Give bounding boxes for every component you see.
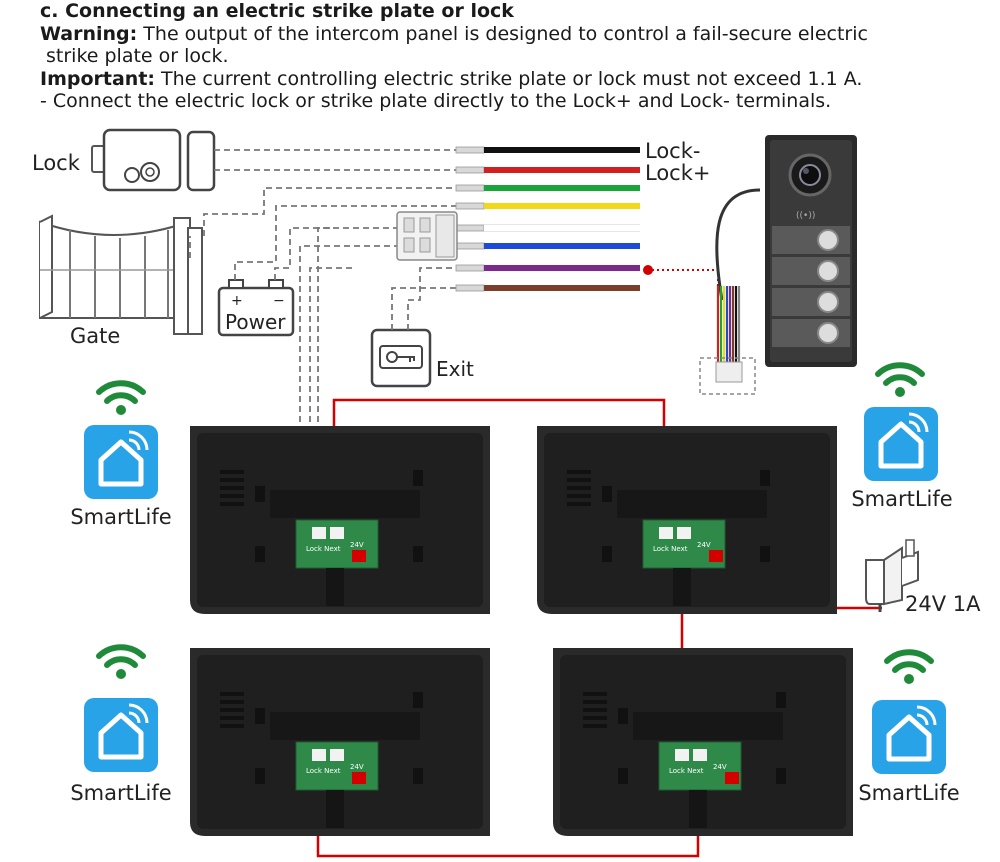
wire-connector-icon	[396, 211, 458, 261]
smartlife-app-icon-3	[84, 698, 158, 772]
board-4-power-label: 24V	[713, 763, 727, 771]
power-adapter-icon	[865, 539, 919, 612]
wire-tip-1	[455, 146, 485, 154]
wire-ribbon	[455, 146, 640, 292]
red-dotted-link	[652, 269, 719, 286]
wifi-icon-3	[99, 647, 143, 678]
important-label: Important:	[40, 67, 156, 90]
wire-tip-6	[455, 242, 485, 250]
wire-tip-8	[455, 284, 485, 292]
board-1-power-label: 24V	[350, 541, 364, 549]
wire-tip-4	[455, 202, 485, 210]
exit-label: Exit	[436, 357, 474, 381]
smartlife-app-icon-4	[872, 700, 946, 774]
indoor-monitor-3	[190, 648, 490, 836]
warning-text: The output of the intercom panel is desi…	[137, 22, 868, 45]
wifi-icon-1	[99, 383, 143, 414]
board-1-lock-label: Lock Next	[306, 545, 341, 553]
wire-tip-3	[455, 184, 485, 192]
smartlife-app-icon-1	[84, 425, 158, 499]
outdoor-panel-icon: ((•))	[699, 135, 857, 395]
warning-label: Warning:	[40, 22, 138, 45]
adapter-label: 24V 1A	[905, 592, 981, 616]
indoor-monitors	[190, 426, 853, 836]
lock-minus-label: Lock-	[645, 139, 700, 163]
exit-button-icon	[370, 328, 432, 388]
battery-plus-sign: +	[231, 293, 243, 309]
smartlife-label-3: SmartLife	[70, 781, 171, 805]
indoor-monitor-1	[190, 426, 490, 614]
indoor-monitor-4	[553, 648, 853, 836]
monitor-vents	[220, 470, 786, 784]
important-line: Important: The current controlling elect…	[40, 68, 990, 91]
wire-tip-7	[455, 264, 485, 272]
smartlife-label-2: SmartLife	[851, 487, 952, 511]
wire-tip-2	[455, 166, 485, 174]
board-4-lock-label: Lock Next	[669, 767, 704, 775]
section-heading: c. Connecting an electric strike plate o…	[40, 0, 514, 22]
board-2-power-label: 24V	[697, 541, 711, 549]
board-3-lock-label: Lock Next	[306, 767, 341, 775]
board-2-lock-label: Lock Next	[653, 545, 688, 553]
battery-icon	[217, 279, 295, 337]
warning-line: Warning: The output of the intercom pane…	[40, 23, 990, 46]
wire-tip-5	[455, 224, 485, 232]
power-label: Power	[225, 310, 286, 334]
instruction-line: - Connect the electric lock or strike pl…	[40, 90, 832, 112]
electric-lock-icon	[91, 128, 216, 192]
gate-label: Gate	[70, 324, 120, 348]
lock-label: Lock	[32, 151, 81, 175]
red-link-dot	[643, 265, 653, 275]
warning-line-2: strike plate or lock.	[46, 45, 229, 67]
smartlife-app-icon-2	[864, 407, 938, 481]
battery-minus-sign: −	[273, 293, 285, 309]
smartlife-label-4: SmartLife	[858, 781, 959, 805]
important-text: The current controlling electric strike …	[155, 67, 863, 90]
board-3-power-label: 24V	[350, 763, 364, 771]
gate-icon	[39, 214, 203, 335]
indoor-monitor-2	[537, 426, 837, 614]
wifi-icon-4	[887, 652, 931, 683]
lock-plus-label: Lock+	[645, 161, 710, 185]
svg-text:((•)): ((•))	[796, 211, 815, 221]
smartlife-label-1: SmartLife	[70, 505, 171, 529]
wifi-icon-2	[878, 365, 922, 396]
